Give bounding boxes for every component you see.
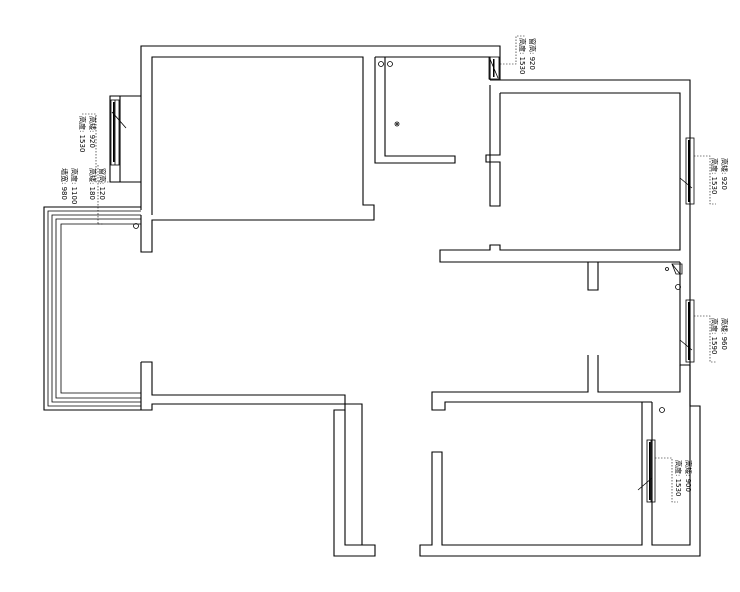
note-bay: 窗高: 120 高矮: 180 高度: 1100 墙宽: 980 xyxy=(60,165,107,225)
note-w5: 高矮: 900 高度: 1530 xyxy=(655,457,693,503)
note-w3-line2: 高度: 1530 xyxy=(710,158,719,194)
note-w2: 窗高: 920 高度: 1530 xyxy=(500,35,537,74)
bedroom-lower-right-walls xyxy=(419,365,701,557)
note-w3: 高矮: 920 高度: 1530 xyxy=(694,155,729,205)
note-bay-line4: 墙宽: 980 xyxy=(60,168,69,200)
bay-window xyxy=(43,206,141,411)
note-bay-line1: 窗高: 120 xyxy=(98,168,107,200)
note-w5-line1: 高矮: 900 xyxy=(684,460,693,492)
note-w1-line2: 高度: 1530 xyxy=(78,116,87,152)
note-w5-line2: 高度: 1530 xyxy=(674,460,683,496)
lower-left-walls xyxy=(140,361,376,557)
window-lower-right xyxy=(637,439,656,503)
note-w3-line1: 高矮: 920 xyxy=(720,158,729,190)
bedroom-upper-right-walls xyxy=(439,79,691,406)
note-w4-line2: 高度: 1590 xyxy=(710,318,719,354)
exterior-walls xyxy=(109,45,501,253)
window-right-upper xyxy=(679,137,695,205)
note-w1-line1: 高矮: 920 xyxy=(88,116,97,148)
note-bay-line3: 高度: 1100 xyxy=(70,168,79,204)
note-w1: 高矮: 920 高度: 1530 xyxy=(78,113,110,183)
window-right-middle xyxy=(679,299,695,363)
window-left-upper xyxy=(110,99,127,166)
bathroom-walls xyxy=(374,57,456,164)
note-w2-line1: 窗高: 920 xyxy=(528,38,537,70)
note-w2-line2: 高度: 1530 xyxy=(518,38,527,74)
note-w4: 高矮: 960 高度: 1590 xyxy=(694,315,729,363)
middle-right-walls xyxy=(431,262,690,411)
note-bay-line2: 高矮: 180 xyxy=(88,168,97,200)
window-top-right xyxy=(488,56,500,80)
note-w4-line1: 高矮: 960 xyxy=(720,318,729,350)
